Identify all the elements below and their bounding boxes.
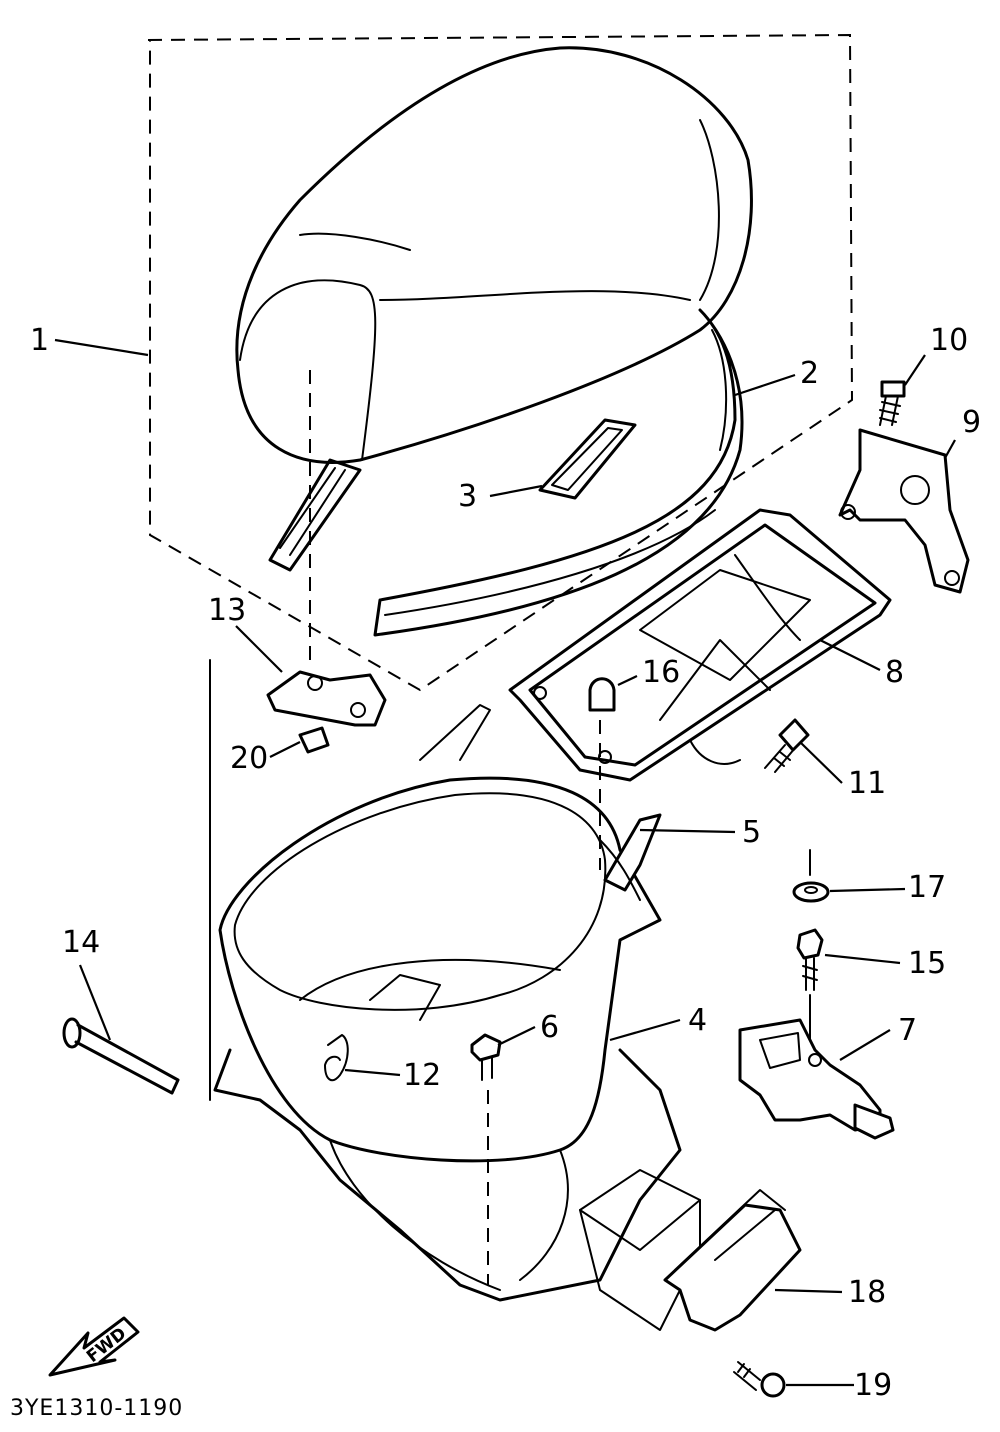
- leader-lines: [54, 338, 956, 1387]
- latch-bracket-part: [663, 1189, 802, 1332]
- washer-part: [792, 881, 830, 903]
- callout-5: 5: [742, 815, 761, 850]
- callout-19: 19: [854, 1368, 892, 1403]
- carrier-frame-part: [508, 508, 892, 782]
- seat-trim-part: [373, 308, 744, 637]
- bracket-part: [838, 428, 970, 594]
- callout-4: 4: [688, 1003, 707, 1038]
- callout-13: 13: [208, 593, 246, 628]
- callout-1: 1: [30, 323, 49, 358]
- callout-9: 9: [962, 405, 981, 440]
- callout-16: 16: [642, 655, 680, 690]
- stud-part: [796, 928, 824, 991]
- lock-part: [738, 1018, 895, 1140]
- callout-12: 12: [403, 1058, 441, 1093]
- lower-tray-part: [579, 1169, 701, 1331]
- callout-18: 18: [848, 1275, 886, 1310]
- callout-7: 7: [898, 1013, 917, 1048]
- grommet-20-part: [298, 726, 330, 754]
- seat-assembly-outline: [147, 33, 854, 692]
- callout-11: 11: [848, 766, 886, 801]
- callout-17: 17: [908, 870, 946, 905]
- screw-19-part: [733, 1361, 786, 1398]
- seat-part: [235, 46, 753, 572]
- callout-14: 14: [62, 925, 100, 960]
- alignment-lines: [209, 370, 811, 1285]
- callout-20: 20: [230, 741, 268, 776]
- callout-3: 3: [458, 479, 477, 514]
- callout-2: 2: [800, 356, 819, 391]
- long-bolt-part: [62, 1017, 180, 1095]
- callout-6: 6: [540, 1010, 559, 1045]
- bolt-11-part: [764, 718, 810, 773]
- screw-6-part: [470, 1033, 502, 1081]
- callout-15: 15: [908, 946, 946, 981]
- bolt-10-part: [879, 380, 906, 426]
- callout-10: 10: [930, 323, 968, 358]
- forward-direction-arrow-icon: FWD: [48, 1316, 140, 1377]
- diagram-code: 3YE1310-1190: [10, 1396, 183, 1421]
- clip-part: [324, 1034, 349, 1082]
- callout-labels: 1 2 3 4 5 6 7 8 9 10 11 12 13 14 15 16 1…: [30, 323, 981, 1403]
- storage-box-part: [213, 704, 682, 1302]
- nut-16-part: [588, 677, 616, 712]
- callout-8: 8: [885, 655, 904, 690]
- hinge-part: [266, 670, 387, 727]
- pad-part: [538, 418, 637, 500]
